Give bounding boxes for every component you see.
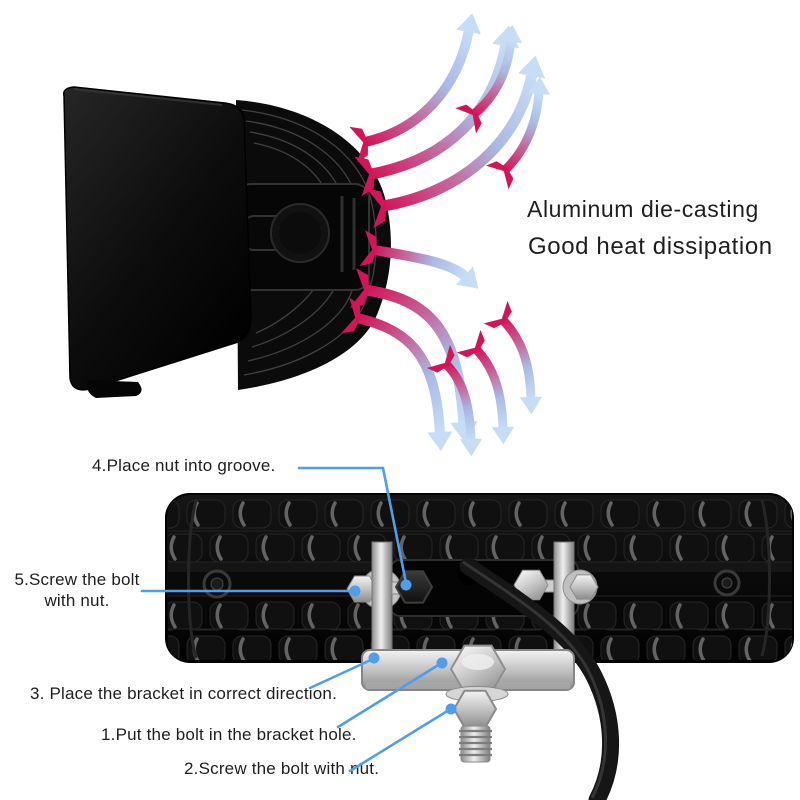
housing-front-face: [62, 86, 252, 391]
airflow-arrow-icon: [471, 39, 516, 118]
airflow-arrow-part: [359, 230, 377, 267]
airflow-arrow-part: [519, 396, 543, 415]
airflow-arrow-icon: [499, 316, 536, 400]
airflow-arrow-part: [485, 161, 514, 190]
heading-line-1: Aluminum die-casting: [527, 196, 759, 222]
heat-airflow-arrows: [341, 13, 551, 457]
housing-foot: [87, 380, 142, 398]
callout-dot-step5: [349, 585, 361, 597]
nut-right: [569, 574, 599, 600]
heading-line-2: Good heat dissipation: [528, 233, 773, 260]
callout-dot-step2: [445, 703, 457, 715]
bracket-arm-left: [371, 541, 393, 657]
callout-dot-step4: [400, 579, 412, 591]
airflow-arrow-part: [455, 104, 482, 134]
callout-lines: [140, 466, 457, 773]
airflow-arrow-part: [366, 188, 386, 228]
airflow-arrow-part: [456, 13, 481, 35]
airflow-arrow-part: [527, 76, 551, 95]
airflow-arrow-part: [456, 266, 479, 289]
end-screw-right-center: [721, 577, 733, 589]
airflow-arrow-icon: [373, 245, 470, 281]
heatsink-housing: [62, 86, 391, 398]
airflow-arrow-part: [349, 126, 368, 163]
led-work-light-back: [165, 493, 794, 800]
hex-nut-bottom: [452, 689, 498, 729]
airflow-arrow-part: [349, 268, 369, 308]
airflow-arrow-part: [426, 344, 455, 373]
bolt-head-face: [462, 654, 494, 670]
mount-ridges: [340, 196, 356, 272]
airflow-arrow-icon: [370, 43, 512, 180]
boss-inner: [279, 212, 321, 254]
airflow-arrow-icon: [501, 91, 544, 174]
callout-line-step2: [348, 708, 451, 773]
step-5-line-2: with nut.: [44, 591, 110, 610]
airflow-arrow-icon: [442, 360, 476, 442]
airflow-arrow-part: [499, 24, 522, 43]
airflow-arrow-icon: [382, 72, 538, 212]
callout-line-step1: [336, 662, 442, 729]
face-highlight: [73, 88, 223, 106]
step-3-label: 3. Place the bracket in correct directio…: [30, 684, 337, 703]
airflow-arrow-icon: [363, 29, 474, 147]
callout-dot-step1: [436, 657, 448, 669]
airflow-arrow-part: [483, 300, 512, 329]
airflow-arrow-part: [354, 156, 374, 197]
airflow-arrow-icon: [355, 313, 445, 435]
airflow-arrow-part: [427, 431, 453, 451]
airflow-arrow-part: [491, 426, 515, 445]
callout-line-step4: [297, 466, 408, 585]
step-4-label: 4.Place nut into groove.: [92, 456, 276, 475]
airflow-arrow-part: [341, 297, 360, 334]
airflow-arrow-part: [456, 329, 485, 358]
step-5-line-1: 5.Screw the bolt: [14, 570, 140, 589]
power-cable-highlight: [462, 560, 607, 799]
airflow-arrow-part: [518, 55, 546, 79]
threaded-stud: [459, 725, 492, 763]
step-5-label: 5.Screw the bolt with nut.: [4, 569, 150, 611]
airflow-arrow-part: [459, 438, 483, 457]
callout-dot-step3: [368, 652, 380, 664]
step-2-label: 2.Screw the bolt with nut.: [184, 759, 380, 778]
callout-line-step3: [308, 657, 375, 690]
step-1-label: 1.Put the bolt in the bracket hole.: [101, 725, 357, 744]
airflow-arrow-icon: [472, 345, 508, 430]
end-screw-left-center: [210, 577, 224, 591]
